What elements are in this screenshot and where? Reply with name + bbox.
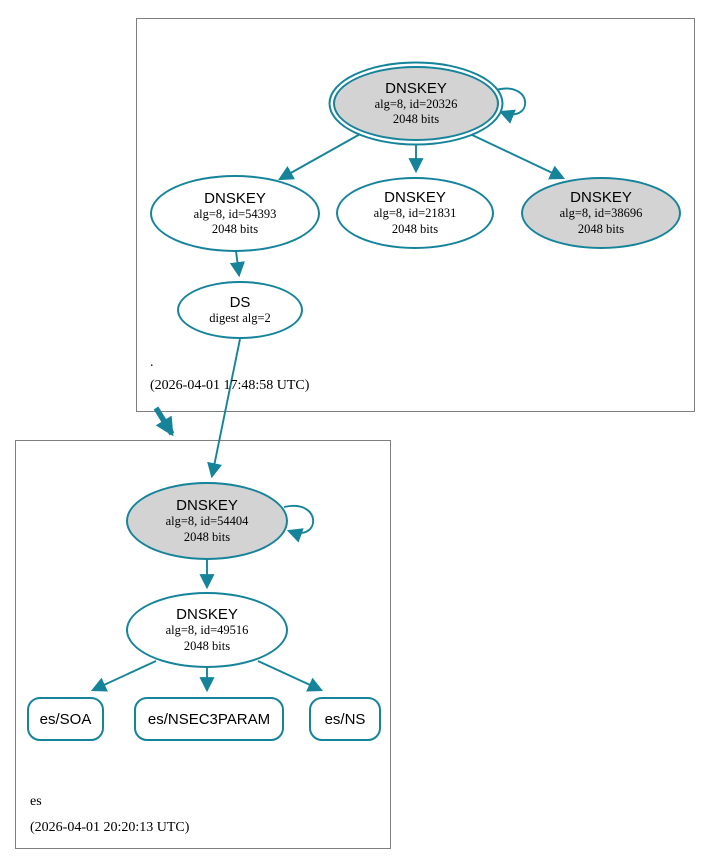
node-detail: 2048 bits <box>577 221 625 236</box>
node-detail: alg=8, id=38696 <box>559 206 643 221</box>
edge-es-zsk-to-ns <box>257 660 324 692</box>
node-detail: alg=8, id=20326 <box>374 96 458 111</box>
dnskey-node-49516[interactable]: DNSKEY alg=8, id=49516 2048 bits <box>126 592 288 668</box>
node-title: DNSKEY <box>385 79 447 97</box>
node-detail: alg=8, id=54393 <box>193 206 277 221</box>
rrset-es-soa[interactable]: es/SOA <box>27 697 104 741</box>
rrset-es-nsec3param[interactable]: es/NSEC3PARAM <box>134 697 284 741</box>
es-zone-name: es <box>30 794 42 809</box>
node-detail: 2048 bits <box>183 529 231 544</box>
root-zone-box <box>136 18 695 412</box>
node-title: DNSKEY <box>176 606 238 624</box>
self-loop-es-ksk <box>283 504 315 543</box>
rrset-label: es/NS <box>324 710 366 728</box>
node-title: DS <box>229 293 251 311</box>
edge-root-ksk-to-dnskey-38696 <box>469 133 566 180</box>
edge-dnskey-54393-to-ds <box>229 250 245 278</box>
node-detail: 2048 bits <box>391 221 439 236</box>
zone-delegation-arrow <box>153 406 175 437</box>
node-title: DNSKEY <box>570 189 632 207</box>
dnskey-node-21831[interactable]: DNSKEY alg=8, id=21831 2048 bits <box>336 177 494 249</box>
ds-node[interactable]: DS digest alg=2 <box>177 281 303 339</box>
dnskey-node-54404[interactable]: DNSKEY alg=8, id=54404 2048 bits <box>126 482 288 560</box>
self-loop-root-ksk <box>495 87 527 124</box>
rrset-es-ns[interactable]: es/NS <box>309 697 381 741</box>
node-title: DNSKEY <box>176 497 238 515</box>
es-zone-timestamp: (2026-04-01 20:20:13 UTC) <box>30 820 190 835</box>
edge-root-ksk-to-dnskey-54393 <box>278 132 363 181</box>
node-detail: digest alg=2 <box>209 311 271 325</box>
dnskey-node-54393[interactable]: DNSKEY alg=8, id=54393 2048 bits <box>150 175 320 252</box>
node-detail: alg=8, id=49516 <box>165 623 249 638</box>
node-detail: alg=8, id=54404 <box>165 514 249 529</box>
node-detail: alg=8, id=21831 <box>373 206 457 221</box>
root-zone-name: . <box>150 355 154 370</box>
node-title: DNSKEY <box>204 189 266 207</box>
root-zone-timestamp: (2026-04-01 17:48:58 UTC) <box>150 378 310 393</box>
node-detail: 2048 bits <box>392 112 440 127</box>
node-title: DNSKEY <box>384 189 446 207</box>
edge-ds-to-es-ksk <box>207 338 241 479</box>
node-detail: 2048 bits <box>211 222 259 237</box>
rrset-label: es/SOA <box>39 710 92 728</box>
dnskey-node-38696[interactable]: DNSKEY alg=8, id=38696 2048 bits <box>521 177 681 249</box>
es-zone-box <box>15 440 391 849</box>
dnskey-node-20326[interactable]: DNSKEY alg=8, id=20326 2048 bits <box>333 66 499 141</box>
node-detail: 2048 bits <box>183 638 231 653</box>
edge-es-zsk-to-soa <box>90 660 157 692</box>
rrset-label: es/NSEC3PARAM <box>147 710 271 728</box>
